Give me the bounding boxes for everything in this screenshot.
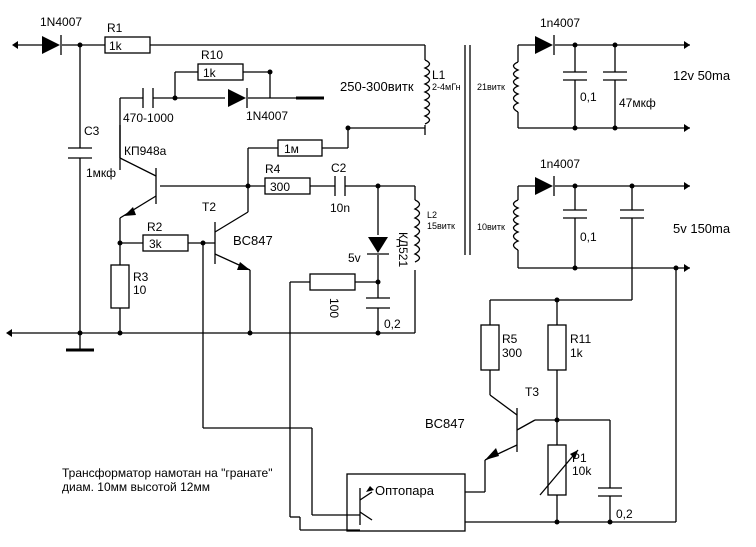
r10-value: 1k (203, 66, 217, 80)
zener-type: КД521 (396, 232, 410, 267)
resistor-r2 (142, 234, 189, 252)
l1-value: 2-4мГн (432, 82, 461, 92)
r2-name: R2 (147, 220, 163, 234)
c2-value: 10n (330, 201, 350, 215)
r1m-value: 1м (284, 142, 299, 156)
coil-l1 (423, 59, 431, 125)
capacitor-output-2b (620, 209, 644, 219)
resistor-1m (277, 139, 323, 157)
c01a-value: 0,1 (580, 90, 597, 104)
note-line-2: диам. 10мм высотой 12мм (62, 480, 210, 494)
transistor-t2 (214, 200, 251, 271)
l1-name: L1 (432, 68, 446, 82)
r3-name: R3 (133, 270, 149, 284)
capacitor-c2 (334, 176, 346, 196)
diode-output-2 (535, 176, 555, 196)
resistor-r11 (547, 324, 567, 371)
potentiometer-p1 (539, 444, 579, 496)
coil-l2 (413, 199, 421, 263)
resistor-r1 (104, 36, 151, 54)
diode-r10-label: 1N4007 (246, 109, 288, 123)
diode-input-label: 1N4007 (40, 15, 82, 29)
l1-turns: 250-300витк (340, 79, 414, 94)
r3-value: 10 (133, 283, 147, 297)
c470-value: 470-1000 (123, 111, 174, 125)
t2-type: BC847 (233, 233, 273, 248)
optocoupler (346, 473, 466, 532)
r1-value: 1k (109, 39, 123, 53)
output-12v-label: 12v 50ma (673, 68, 731, 83)
capacitor-c3 (68, 147, 92, 159)
resistor-r4 (264, 177, 311, 195)
c02a-value: 0,2 (384, 317, 401, 331)
c3-name: C3 (84, 124, 100, 138)
r4-value: 300 (270, 180, 290, 194)
diode-zener (367, 237, 389, 255)
resistor-100 (309, 273, 356, 291)
c47-value: 47мкф (619, 96, 656, 110)
resistor-r10 (197, 63, 244, 81)
c02b-value: 0,2 (616, 507, 633, 521)
c01b-value: 0,1 (580, 230, 597, 244)
sec2-turns: 10витк (477, 222, 505, 232)
c3-value: 1мкф (86, 166, 116, 180)
r4-name: R4 (265, 162, 281, 176)
optocoupler-label: Оптопара (375, 483, 435, 498)
coil-secondary-1 (512, 61, 520, 113)
zener-voltage: 5v (348, 251, 361, 265)
capacitor-47 (603, 71, 627, 81)
capacitor-0-1-b (563, 209, 587, 219)
t2-name: T2 (202, 200, 216, 214)
diode-r10 (228, 88, 248, 108)
capacitor-0-2-b (598, 487, 622, 497)
junction-dots (77, 42, 679, 525)
t3-name: T3 (525, 385, 539, 399)
wires (10, 44, 690, 531)
r1-name: R1 (107, 21, 123, 35)
transistor-q1 (119, 110, 157, 219)
diode-out1-label: 1n4007 (540, 16, 580, 30)
r10-name: R10 (201, 48, 223, 62)
diode-output-1 (535, 35, 555, 55)
capacitor-0-1-a (563, 71, 587, 81)
sec1-turns: 21витк (477, 82, 505, 92)
r5-name: R5 (502, 332, 518, 346)
resistor-r5 (480, 324, 500, 371)
coil-secondary-2 (512, 199, 520, 251)
r2-value: 3k (149, 237, 163, 251)
capacitor-470 (142, 88, 154, 108)
terminal-arrows (6, 41, 690, 337)
r11-value: 1k (570, 346, 584, 360)
diode-out2-label: 1n4007 (540, 157, 580, 171)
l2-turns: 15витк (427, 221, 455, 231)
t3-base-lead (516, 419, 536, 431)
capacitor-0-2-a (366, 297, 390, 309)
diode-input (42, 35, 62, 55)
output-5v-label: 5v 150ma (673, 221, 731, 236)
c2-name: C2 (331, 161, 347, 175)
r100-value: 100 (327, 298, 341, 318)
l2-name: L2 (427, 210, 437, 220)
resistor-r3 (110, 264, 130, 309)
t3-type: BC847 (425, 416, 465, 431)
r11-name: R11 (570, 332, 591, 346)
transformer-core (464, 45, 471, 255)
r5-value: 300 (502, 346, 522, 360)
note-line-1: Трансформатор намотан на "гранате" (62, 466, 272, 480)
q1-name: КП948а (124, 144, 167, 158)
p1-name: P1 (572, 451, 587, 465)
p1-value: 10k (572, 464, 592, 478)
